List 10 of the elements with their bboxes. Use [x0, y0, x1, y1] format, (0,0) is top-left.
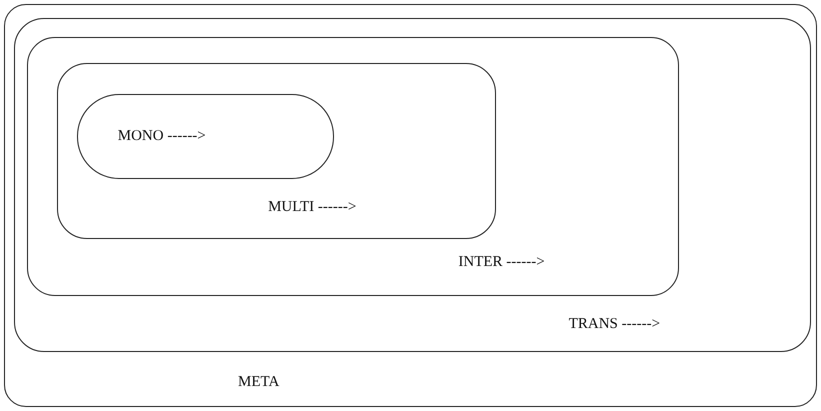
box-label: META — [238, 375, 280, 390]
box-label: MULTI ------> — [268, 200, 356, 216]
rounded-box — [27, 37, 680, 296]
rounded-box — [14, 18, 811, 352]
box-label: TRANS ------> — [568, 316, 660, 332]
rounded-box — [76, 94, 334, 179]
box-label: MONO ------> — [118, 128, 206, 144]
rounded-box — [4, 4, 817, 407]
rounded-box — [57, 63, 496, 240]
box-label: INTER ------> — [458, 255, 545, 270]
